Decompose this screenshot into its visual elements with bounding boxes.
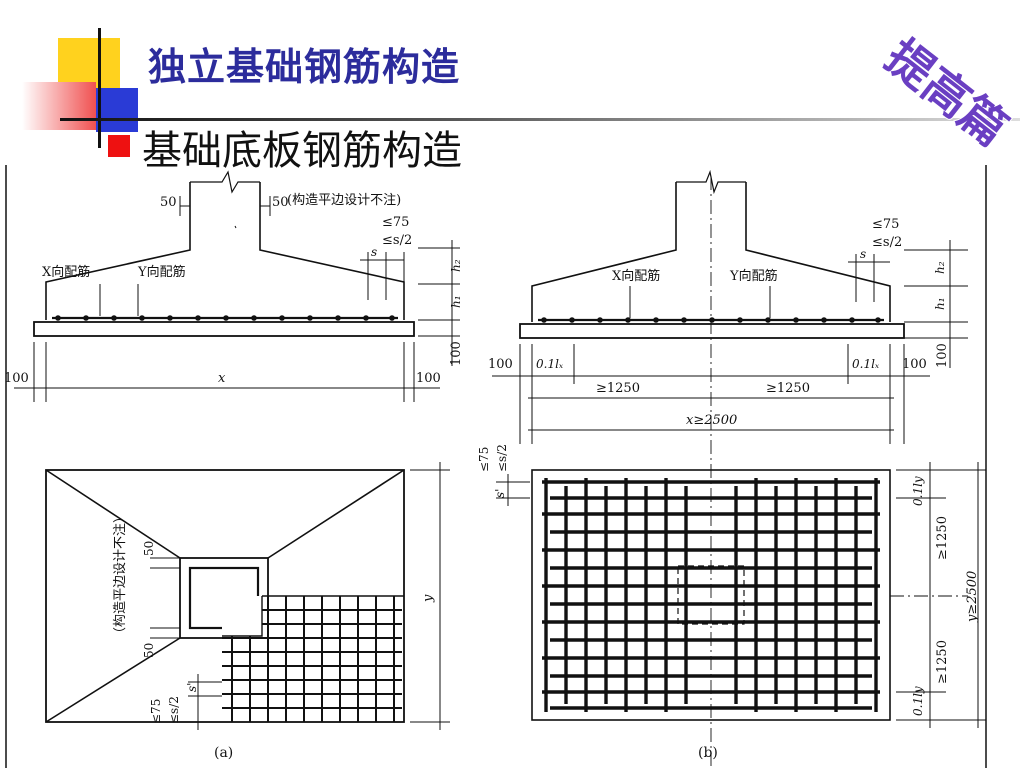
- b-plan-01ly-bottom: 0.1ly: [911, 686, 925, 716]
- stamp-badge: 提高篇: [875, 30, 1019, 157]
- a-dim-100-right: 100: [416, 371, 441, 386]
- b-plan-dims: [496, 462, 986, 728]
- b-dim-100-v: 100: [935, 343, 950, 368]
- b-plan-y-ge2500: y≥2500: [965, 571, 980, 623]
- a-plan-dims: [150, 462, 450, 730]
- b-plan-mesh: [542, 478, 880, 712]
- deco-horizontal-line: [60, 118, 1020, 121]
- a-column-break: [190, 170, 260, 194]
- b-s: s: [860, 247, 866, 261]
- b-dim-ge1250-left: ≥1250: [596, 381, 640, 396]
- a-plan-dim-50-bottom: 50: [142, 643, 156, 658]
- a-dim-100-v: 100: [449, 341, 464, 366]
- a-elevation-dims: [14, 196, 460, 402]
- b-column-outline: [531, 182, 891, 322]
- b-caption: (b): [698, 745, 718, 761]
- slide-subtitle: 基础底板钢筋构造: [142, 128, 462, 174]
- deco-blue-square: [96, 88, 138, 132]
- slide-title: 独立基础钢筋构造: [148, 45, 461, 89]
- b-x-bar-label: X向配筋: [612, 268, 660, 284]
- b-dim-100-right: 100: [902, 357, 927, 372]
- a-plan-le75: ≤75: [149, 699, 163, 724]
- a-dim-50-right: 50: [272, 195, 289, 210]
- b-rebar-dots: [541, 317, 881, 323]
- b-dim-x-ge2500: x≥2500: [686, 413, 737, 428]
- a-dim-50-left: 50: [160, 195, 177, 210]
- a-x-bar-label: X向配筋: [42, 264, 90, 280]
- a-dim-x: x: [218, 371, 226, 386]
- b-dim-01lx-left: 0.1lₓ: [536, 357, 564, 371]
- b-plan-le-s2: ≤s/2: [495, 444, 509, 472]
- a-plan-dim-50-top: 50: [142, 541, 156, 556]
- b-plan-s-prime: s': [493, 489, 507, 498]
- b-dim-100-left: 100: [488, 357, 513, 372]
- b-elevation-dims: [492, 240, 968, 444]
- a-h1: h₁: [449, 295, 463, 308]
- a-le-s2: ≤s/2: [382, 233, 412, 248]
- a-h2: h₂: [449, 259, 463, 272]
- a-plan-dim-y: y: [421, 594, 436, 603]
- b-plan-outline: [531, 469, 891, 721]
- a-y-bar-label: Y向配筋: [137, 264, 186, 280]
- a-mesh-step: [222, 595, 404, 637]
- b-column-dashed: [677, 565, 745, 625]
- a-s: s: [371, 245, 377, 259]
- b-dim-ge1250-right: ≥1250: [766, 381, 810, 396]
- a-base-slab: [33, 321, 415, 337]
- b-plan-le75: ≤75: [477, 447, 491, 472]
- b-h2: h₂: [933, 261, 947, 274]
- a-column-outline: [45, 182, 405, 320]
- a-dim-100-left: 100: [4, 371, 29, 386]
- a-le75: ≤75: [382, 215, 409, 230]
- a-rebar-dots: [55, 315, 395, 321]
- deco-red-gradient: [22, 82, 96, 130]
- b-y-bar-label: Y向配筋: [729, 268, 778, 284]
- b-plan-ge1250-top: ≥1250: [935, 516, 950, 560]
- b-base-slab: [519, 323, 905, 339]
- b-le-s2: ≤s/2: [872, 235, 902, 250]
- a-plan-s-prime: s': [185, 683, 199, 692]
- bullet-square: [108, 135, 130, 157]
- figure-b-elevation: [519, 169, 905, 339]
- a-plan-le-s2: ≤s/2: [167, 696, 181, 724]
- b-le75: ≤75: [872, 217, 899, 232]
- deco-vertical-line: [98, 28, 101, 148]
- a-plan-mesh: [222, 596, 402, 722]
- a-center-mark: [234, 225, 237, 229]
- b-h1: h₁: [933, 297, 947, 310]
- b-column-break: [676, 169, 746, 195]
- a-plan-note: （构造平边设计不注）: [113, 510, 128, 640]
- a-mesh-mask: [222, 596, 262, 636]
- b-plan-ge1250-bottom: ≥1250: [935, 640, 950, 684]
- b-plan-01ly-top: 0.1ly: [911, 476, 925, 506]
- a-note: (构造平边设计不注): [287, 193, 401, 208]
- b-dim-01lx-right: 0.1lₓ: [852, 357, 880, 371]
- a-caption: (a): [214, 745, 233, 761]
